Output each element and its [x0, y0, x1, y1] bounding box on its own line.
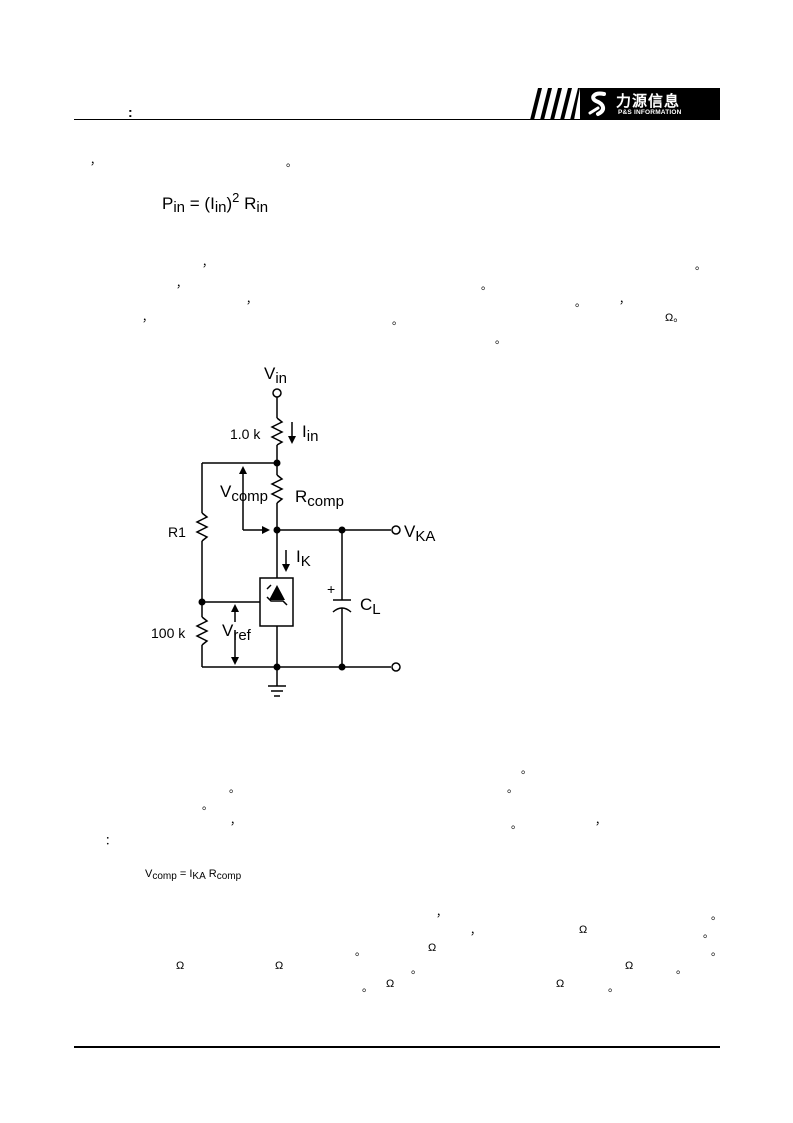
omega-symbol: Ω [386, 978, 395, 990]
punct-period: 。 [481, 280, 492, 292]
vin-terminal [272, 388, 282, 398]
iin-arrow [288, 436, 296, 444]
label-cap-plus: + [327, 581, 335, 597]
punct-comma: ， [470, 925, 481, 937]
punct-period: 。 [411, 964, 422, 976]
label-cl: CL [360, 595, 381, 618]
label-r1: R1 [168, 524, 186, 540]
punct-comma: ， [142, 312, 153, 324]
vcomp-arrow-right [262, 526, 270, 534]
punct-period: 。 [286, 157, 297, 169]
punct-comma: ， [246, 294, 257, 306]
punct-period: 。 [229, 783, 240, 795]
punct-comma: ， [595, 815, 606, 827]
label-resistor-1k: 1.0 k [230, 426, 261, 442]
omega-symbol: Ω [556, 978, 565, 990]
omega-symbol: Ω [275, 960, 284, 972]
label-vcomp: Vcomp [220, 482, 268, 505]
omega-symbol: Ω [625, 960, 634, 972]
punct-period: 。 [495, 334, 506, 346]
label-rcomp: Rcomp [295, 487, 344, 510]
resistor-1k [270, 417, 284, 446]
node [273, 663, 281, 671]
footer-rule [74, 1046, 720, 1048]
punct-period: 。 [711, 946, 722, 958]
node [273, 459, 281, 467]
logo-english-name: P&S INFORMATION [618, 109, 682, 116]
zener-triangle [269, 585, 285, 600]
label-iin: Iin [302, 422, 318, 445]
punct-period: 。 [711, 910, 722, 922]
company-logo-icon [588, 91, 606, 116]
logo-chinese-name: 力源信息 [616, 92, 681, 110]
omega-symbol: Ω [428, 942, 437, 954]
omega-symbol: Ω [579, 924, 588, 936]
omega-symbol: Ω [176, 960, 185, 972]
punct-comma: ， [202, 257, 213, 269]
vref-arrow-down [231, 657, 239, 665]
company-logo-box [580, 88, 720, 120]
vref-arrow-up [231, 604, 239, 612]
punct-period: 。 [362, 982, 373, 994]
vcomp-arrow-up [239, 466, 247, 474]
header-colon: : [128, 104, 133, 120]
punct-period: 。 [202, 800, 213, 812]
punct-period: 。 [676, 964, 687, 976]
label-ik: IK [296, 547, 311, 570]
resistor-r1 [195, 512, 209, 542]
punct-comma: ， [90, 155, 101, 167]
punct-period: 。 [392, 315, 403, 327]
vka-terminal [391, 525, 401, 535]
punct-period: 。 [575, 297, 586, 309]
resistor-100k [195, 616, 209, 646]
punct-period: 。 [703, 928, 714, 940]
punct-comma: ， [176, 278, 187, 290]
resistor-rcomp [270, 474, 284, 504]
punct-period: 。 [355, 946, 366, 958]
node [198, 598, 206, 606]
punct-colon: ： [105, 835, 116, 847]
punct-period: 。 [511, 819, 522, 831]
company-logo-stripes [530, 88, 580, 120]
ground-terminal [391, 662, 401, 672]
node [338, 526, 346, 534]
node [338, 663, 346, 671]
tl431-box [259, 577, 294, 627]
punct-comma: ， [619, 294, 630, 306]
punct-period: 。 [507, 783, 518, 795]
punct-period: 。 [608, 982, 619, 994]
punct-period: 。 [695, 260, 706, 272]
punct-comma: ， [230, 815, 241, 827]
punct-period: 。 [521, 764, 532, 776]
node [273, 526, 281, 534]
label-vin: Vin [264, 364, 287, 387]
punct-comma: ， [436, 907, 447, 919]
omega-period: Ω。 [665, 312, 685, 324]
circuit-diagram: Vin 1.0 k Iin Vcomp Rcomp VKA R1 IK + CL… [151, 364, 435, 697]
label-vka: VKA [404, 522, 435, 545]
label-vref: Vref [222, 621, 252, 644]
header-rule [74, 119, 720, 120]
ik-arrow [282, 564, 290, 572]
equation-power-in: Pin = (Iin)2 Rin [162, 190, 269, 216]
label-resistor-100k: 100 k [151, 625, 186, 641]
equation-vcomp: Vcomp = IKA Rcomp [145, 868, 242, 882]
